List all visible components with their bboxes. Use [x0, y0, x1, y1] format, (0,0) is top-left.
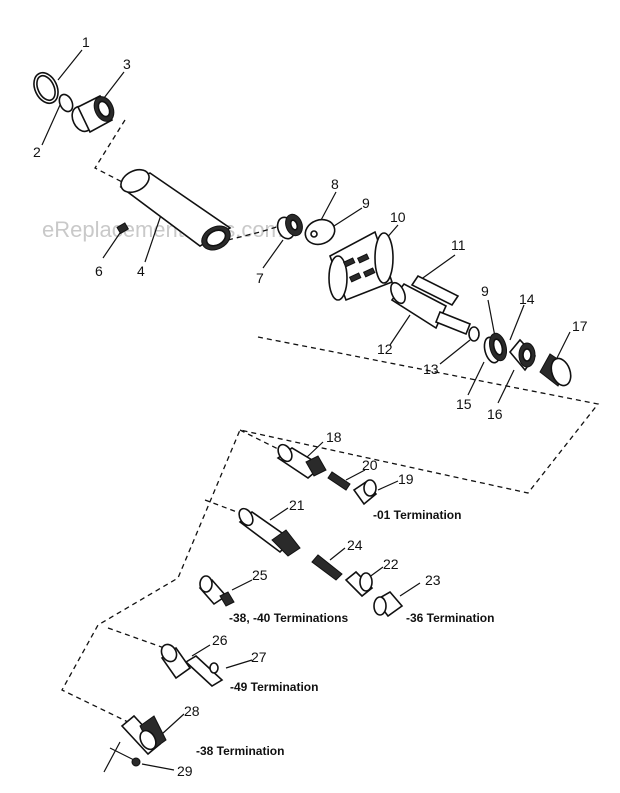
part-18-collet-adapter: [276, 443, 327, 480]
part-27-washer: [209, 662, 219, 674]
label-38-termination: -38 Termination: [196, 744, 284, 758]
callout-3: 3: [123, 56, 131, 72]
callout-23: 23: [425, 572, 441, 588]
label-49-termination: -49 Termination: [230, 680, 318, 694]
callout-18: 18: [326, 429, 342, 445]
part-12-rotor: [390, 281, 472, 336]
part-28-chuck: [120, 714, 167, 756]
callout-29: 29: [177, 763, 193, 779]
part-13-washer: [468, 326, 480, 342]
part-6-set-screw: [116, 222, 130, 235]
callout-11: 11: [451, 237, 466, 253]
callout-21: 21: [289, 497, 305, 513]
label-36-termination: -36 Termination: [406, 611, 494, 625]
callout-7: 7: [256, 270, 264, 286]
part-20-collet: [327, 471, 351, 491]
callout-9-lower: 9: [481, 283, 489, 299]
part-14-bearing-plate: [488, 332, 508, 362]
part-22-spacer: [344, 570, 374, 598]
callout-15: 15: [456, 396, 472, 412]
part-7-bearing: [276, 213, 303, 240]
callout-14: 14: [519, 291, 535, 307]
label-38-40-terminations: -38, -40 Terminations: [229, 611, 348, 625]
callout-26: 26: [212, 632, 228, 648]
part-26-spindle: [160, 643, 224, 687]
part-29-chuck-key: [103, 741, 141, 773]
part-11-vane: [410, 274, 460, 307]
label-01-termination: -01 Termination: [373, 508, 461, 522]
part-16-bearing: [508, 338, 537, 372]
callout-20: 20: [362, 457, 378, 473]
part-1-snap-ring: [33, 71, 59, 105]
callout-8: 8: [331, 176, 339, 192]
callout-25: 25: [252, 567, 268, 583]
part-8-end-plate: [304, 218, 336, 246]
part-4-housing: [119, 168, 232, 251]
callout-6: 6: [95, 263, 103, 279]
part-23-collet-nut: [373, 590, 404, 618]
callout-12: 12: [377, 341, 393, 357]
callout-19: 19: [398, 471, 414, 487]
callout-2: 2: [33, 144, 41, 160]
part-10-cylinder: [328, 230, 394, 302]
callout-10: 10: [390, 209, 406, 225]
part-24-collet: [311, 554, 343, 581]
part-19-collet-nut: [352, 479, 378, 506]
callout-4: 4: [137, 263, 145, 279]
callout-16: 16: [487, 406, 503, 422]
part-21-collet-adapter: [238, 507, 301, 557]
callout-9-upper: 9: [362, 195, 370, 211]
part-17-knurled-nut: [539, 353, 572, 387]
assembly-lines: [61, 119, 600, 723]
termination-labels: -01 Termination -38, -40 Terminations -3…: [196, 508, 494, 758]
callout-numbers: 1 2 3 6 4 7 8 9 10 11 12 13 9 14 15 16 1…: [33, 34, 588, 779]
callout-24: 24: [347, 537, 363, 553]
callout-13: 13: [423, 361, 439, 377]
part-25-adapter: [198, 575, 235, 607]
watermark: eReplacementParts.com: [42, 217, 283, 242]
callout-27: 27: [251, 649, 267, 665]
callout-28: 28: [184, 703, 200, 719]
part-2-o-ring: [58, 93, 74, 113]
callout-17: 17: [572, 318, 588, 334]
callout-22: 22: [383, 556, 399, 572]
callout-1: 1: [82, 34, 90, 50]
part-3-bearing-nut: [71, 94, 115, 134]
